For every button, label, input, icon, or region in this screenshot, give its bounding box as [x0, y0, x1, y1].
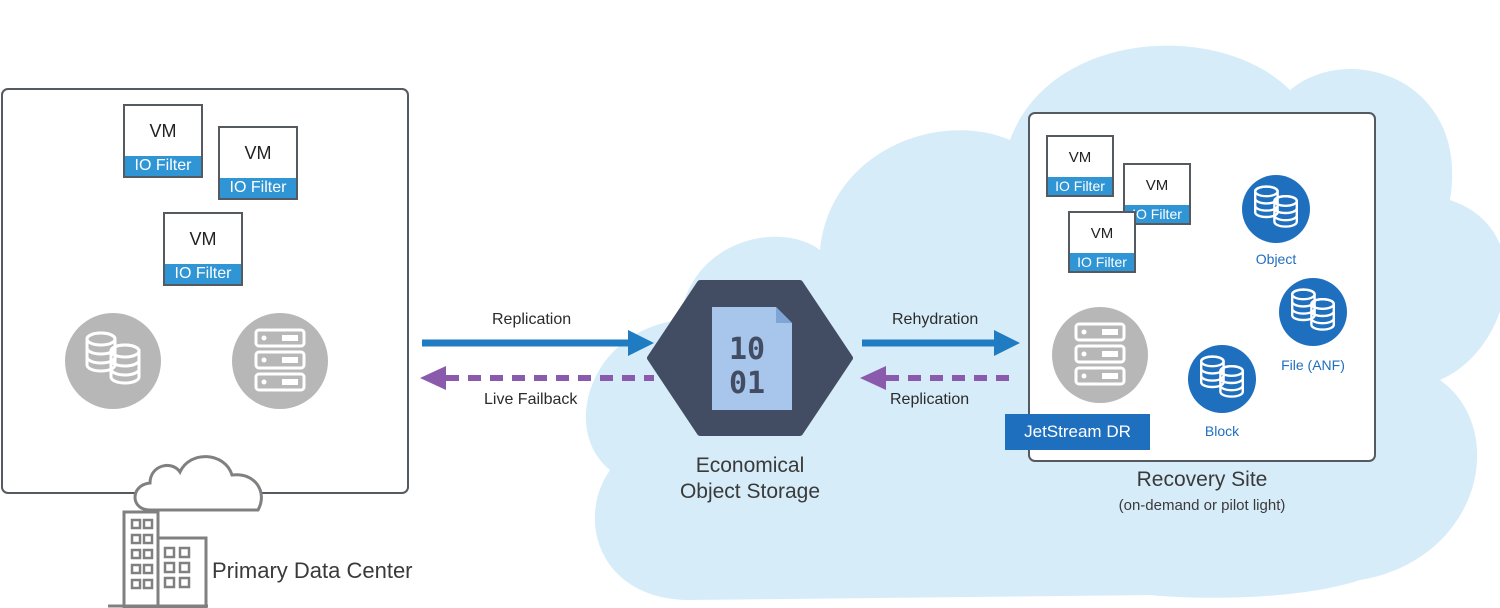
primary-database-icon — [65, 313, 161, 409]
live-failback-arrow — [420, 366, 654, 390]
block-disk-icon — [1188, 345, 1256, 413]
file-anf-label: File (ANF) — [1281, 357, 1345, 373]
rehydration-arrow — [862, 330, 1020, 356]
io-filter-label: IO Filter — [1125, 205, 1189, 223]
recovery-site-title: Recovery Site — [1136, 468, 1268, 491]
file-anf-disk-icon — [1279, 278, 1347, 346]
vm-label: VM — [244, 142, 272, 163]
vm-label: VM — [189, 228, 217, 249]
storage-caption-line1: Economical — [695, 454, 805, 477]
primary-vm-2: VM IO Filter — [218, 126, 298, 200]
io-filter-label: IO Filter — [1070, 253, 1134, 271]
vm-label: VM — [1090, 224, 1114, 242]
storage-caption-line2: Object Storage — [679, 480, 821, 503]
binary-text-top: 10 — [729, 332, 766, 367]
io-filter-label: IO Filter — [1048, 177, 1112, 195]
recovery-vm-1: VM IO Filter — [1046, 135, 1114, 197]
replication-label-right: Replication — [890, 391, 970, 408]
io-filter-label: IO Filter — [125, 156, 201, 176]
primary-vm-3: VM IO Filter — [163, 212, 243, 286]
object-storage-disk-icon — [1242, 175, 1310, 243]
rehydration-label: Rehydration — [892, 311, 979, 328]
recovery-server-icon — [1052, 307, 1148, 403]
io-filter-label: IO Filter — [220, 178, 296, 198]
replication-label-left: Replication — [492, 311, 572, 328]
recovery-site-subtitle: (on-demand or pilot light) — [1118, 497, 1286, 514]
vm-label: VM — [149, 120, 177, 141]
primary-datacenter-box — [1, 88, 409, 494]
building-cloud-icon — [108, 455, 263, 608]
binary-text-bottom: 01 — [729, 366, 766, 401]
jetstream-label: JetStream DR — [1024, 422, 1131, 441]
vm-label: VM — [1145, 176, 1169, 194]
recovery-vm-3: VM IO Filter — [1068, 211, 1136, 273]
recovery-vm-2: VM IO Filter — [1123, 163, 1191, 225]
live-failback-label: Live Failback — [484, 391, 578, 408]
object-label: Object — [1255, 251, 1297, 267]
jetstream-badge — [1005, 414, 1150, 450]
primary-vm-1: VM IO Filter — [123, 104, 203, 178]
primary-datacenter-label: Primary Data Center — [212, 558, 413, 583]
primary-server-icon — [232, 313, 328, 409]
replication-arrow-right — [860, 366, 1012, 390]
io-filter-label: IO Filter — [165, 264, 241, 284]
block-label: Block — [1204, 423, 1240, 439]
vm-label: VM — [1068, 148, 1092, 166]
replication-arrow-left — [422, 330, 654, 356]
object-storage-icon — [647, 280, 853, 436]
